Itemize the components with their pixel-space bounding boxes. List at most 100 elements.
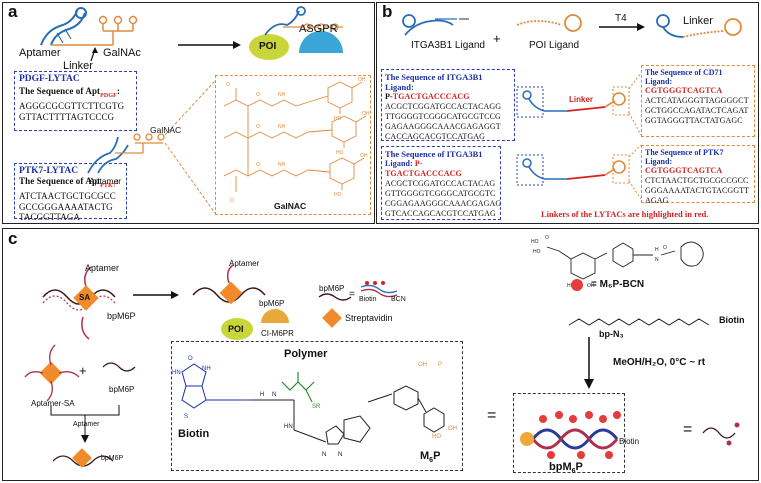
equals-final: = bbox=[683, 421, 693, 438]
svg-text:HO: HO bbox=[336, 150, 344, 156]
bpm6p-label-c3: bpM6P bbox=[109, 385, 135, 394]
panel-a: a Aptamer GalNAc Li bbox=[2, 2, 375, 224]
ligation-schematic bbox=[402, 14, 742, 38]
cd71-linker-red: CGTGGGTCAGTCA bbox=[645, 86, 723, 95]
linker-label-b: Linker bbox=[683, 15, 713, 27]
pdgf-seq-line2: GTTACTTTTAGTCCCG bbox=[19, 111, 115, 122]
biotin-small-label: Biotin bbox=[359, 296, 377, 303]
box2-line1: ACGCTCGGATGCCACTACAG bbox=[385, 179, 496, 188]
bcn-small-label: BCN bbox=[391, 296, 406, 303]
svg-text:O: O bbox=[188, 356, 193, 362]
linker-red-label-1: Linker bbox=[569, 95, 594, 104]
box1-line2: TTGGGGTCGGGCATGCGTCCG bbox=[385, 112, 501, 121]
poi-label-c: POI bbox=[228, 324, 244, 334]
svg-text:N: N bbox=[272, 392, 276, 398]
bpm6p-label-c4: bpM6P bbox=[101, 455, 124, 462]
svg-text:OH: OH bbox=[587, 283, 595, 289]
m6p-label: M bbox=[420, 450, 430, 462]
svg-text:NH: NH bbox=[202, 366, 211, 372]
svg-text:HO: HO bbox=[567, 283, 575, 289]
itga-cd71-lytac-molecule bbox=[516, 72, 642, 200]
galnac-mid-label: GalNAC bbox=[150, 125, 182, 135]
svg-text:N: N bbox=[322, 452, 326, 458]
itga3b1-sequence-box-1: The Sequence of ITGA3B1 Ligand: P-TGACTG… bbox=[381, 69, 515, 141]
plus-c: + bbox=[79, 363, 87, 378]
svg-text:HO: HO bbox=[533, 249, 541, 255]
panel-b: b ITGA3B1 Ligand + POI Ligand T4 Linker … bbox=[376, 2, 759, 224]
svg-text:HN: HN bbox=[172, 370, 181, 376]
svg-text:NH: NH bbox=[278, 92, 286, 98]
ptk7-seq-label: The Sequence of Apt bbox=[19, 176, 101, 186]
svg-text:SR: SR bbox=[312, 404, 321, 410]
pdgf-seq-label: The Sequence of Apt bbox=[19, 86, 101, 96]
sa-label-1: SA bbox=[79, 293, 91, 302]
ptk7-ligand-title: The Sequence of PTK7 Ligand: bbox=[645, 148, 724, 166]
svg-text:HO: HO bbox=[334, 192, 342, 198]
linker-note: Linkers of the LYTACs are highlighted in… bbox=[541, 209, 709, 219]
svg-text:NH: NH bbox=[278, 162, 286, 168]
ptk7-title: PTK7-LYTAC bbox=[19, 166, 79, 176]
panel-c-label: c bbox=[8, 229, 18, 248]
panel-a-label: a bbox=[8, 2, 18, 21]
plus-sign: + bbox=[493, 31, 501, 46]
cd71-line3: GGTAGGGTTACTATGAGC bbox=[645, 116, 743, 125]
box2-title-1: The Sequence of ITGA3B1 bbox=[385, 149, 483, 159]
aptamer-sa-label: Aptamer-SA bbox=[31, 399, 75, 408]
svg-text:N: N bbox=[338, 452, 342, 458]
biotin-chain-label: Biotin bbox=[719, 315, 745, 325]
svg-text:O: O bbox=[663, 245, 667, 251]
bpm6p-final-label: bpM bbox=[549, 461, 572, 473]
aptamer-label: Aptamer bbox=[19, 47, 61, 59]
svg-text:O: O bbox=[256, 124, 260, 130]
bpm6p-legend-label: bpM6P bbox=[319, 284, 345, 293]
bpm6p-final-tail: P bbox=[575, 461, 583, 473]
aptamer-linker-galnac-schematic bbox=[40, 6, 343, 62]
aptamer-mid-label: Aptamer bbox=[89, 176, 122, 186]
equals-big: = bbox=[487, 407, 497, 424]
svg-text:O: O bbox=[256, 162, 260, 168]
box2-linker-red: P-TGACTGACCCACG bbox=[385, 159, 462, 178]
t4-label: T4 bbox=[615, 13, 627, 24]
pdgf-seq-line1: AGGGCGCGTTCTTCGTG bbox=[19, 101, 125, 112]
aptamer-label-c2: Aptamer bbox=[229, 259, 260, 268]
ptk7-sequence-box: The Sequence of PTK7 Ligand: CGTGGGTCAGT… bbox=[641, 145, 755, 205]
box1-prefix: P- bbox=[385, 92, 393, 101]
cd71-line2: GCTGGCCAGATACTCAGAT bbox=[645, 106, 749, 115]
bpm6p-label-c1: bpM6P bbox=[107, 311, 136, 321]
itga3b1-ligand-label: ITGA3B1 Ligand bbox=[411, 40, 485, 51]
linker-label: Linker bbox=[63, 60, 93, 72]
svg-text:OH: OH bbox=[418, 362, 427, 368]
svg-text:OH: OH bbox=[358, 77, 366, 83]
svg-text:OH: OH bbox=[360, 153, 368, 159]
aptamer-label-c1: Aptamer bbox=[85, 263, 120, 273]
bpm6p-label-c2: bpM6P bbox=[259, 299, 285, 308]
box1-linker-red: TGACTGACCCACG bbox=[392, 92, 470, 101]
cd71-sequence-box: The Sequence of CD71 Ligand: CGTGGGTCAGT… bbox=[641, 65, 755, 137]
box1-title: The Sequence of ITGA3B1 Ligand: bbox=[385, 72, 483, 92]
ptk7-seq-line3: TACGGTTAGA bbox=[19, 212, 81, 223]
pdgf-title: PDGF-LYTAC bbox=[19, 74, 80, 84]
svg-text:H: H bbox=[655, 247, 659, 253]
reaction-conditions: MeOH/H₂O, 0°C ~ rt bbox=[613, 357, 706, 368]
panel-b-label: b bbox=[382, 2, 393, 21]
svg-text:HN: HN bbox=[284, 424, 293, 430]
bpm6p-final-sub: 6 bbox=[571, 468, 576, 476]
svg-text:O: O bbox=[226, 82, 230, 88]
panel-c-schematics: HO HO O HO OH H N O bbox=[24, 235, 740, 468]
svg-text:O: O bbox=[545, 235, 549, 241]
svg-text:HO: HO bbox=[531, 239, 539, 245]
panel-c: c bbox=[2, 228, 759, 481]
ci-m6pr-label: CI-M6PR bbox=[261, 329, 294, 338]
svg-text:HO: HO bbox=[334, 116, 342, 122]
svg-text:HO: HO bbox=[432, 434, 441, 440]
bp-n3-label: bp-N₃ bbox=[599, 329, 624, 339]
equals-legend-1: = bbox=[349, 289, 355, 300]
biotin-label: Biotin bbox=[178, 428, 210, 440]
aptamer-galnac-conjugate bbox=[87, 80, 216, 214]
box2-line2: GTTGGGGTCGGGCATGCGTC bbox=[385, 189, 496, 198]
svg-text:O: O bbox=[230, 198, 234, 204]
galnac-bottom-label: GalNAC bbox=[274, 201, 307, 211]
poi-ligand-label: POI Ligand bbox=[529, 40, 580, 51]
itga3b1-sequence-box-2: The Sequence of ITGA3B1 Ligand: P-TGACTG… bbox=[381, 146, 501, 220]
